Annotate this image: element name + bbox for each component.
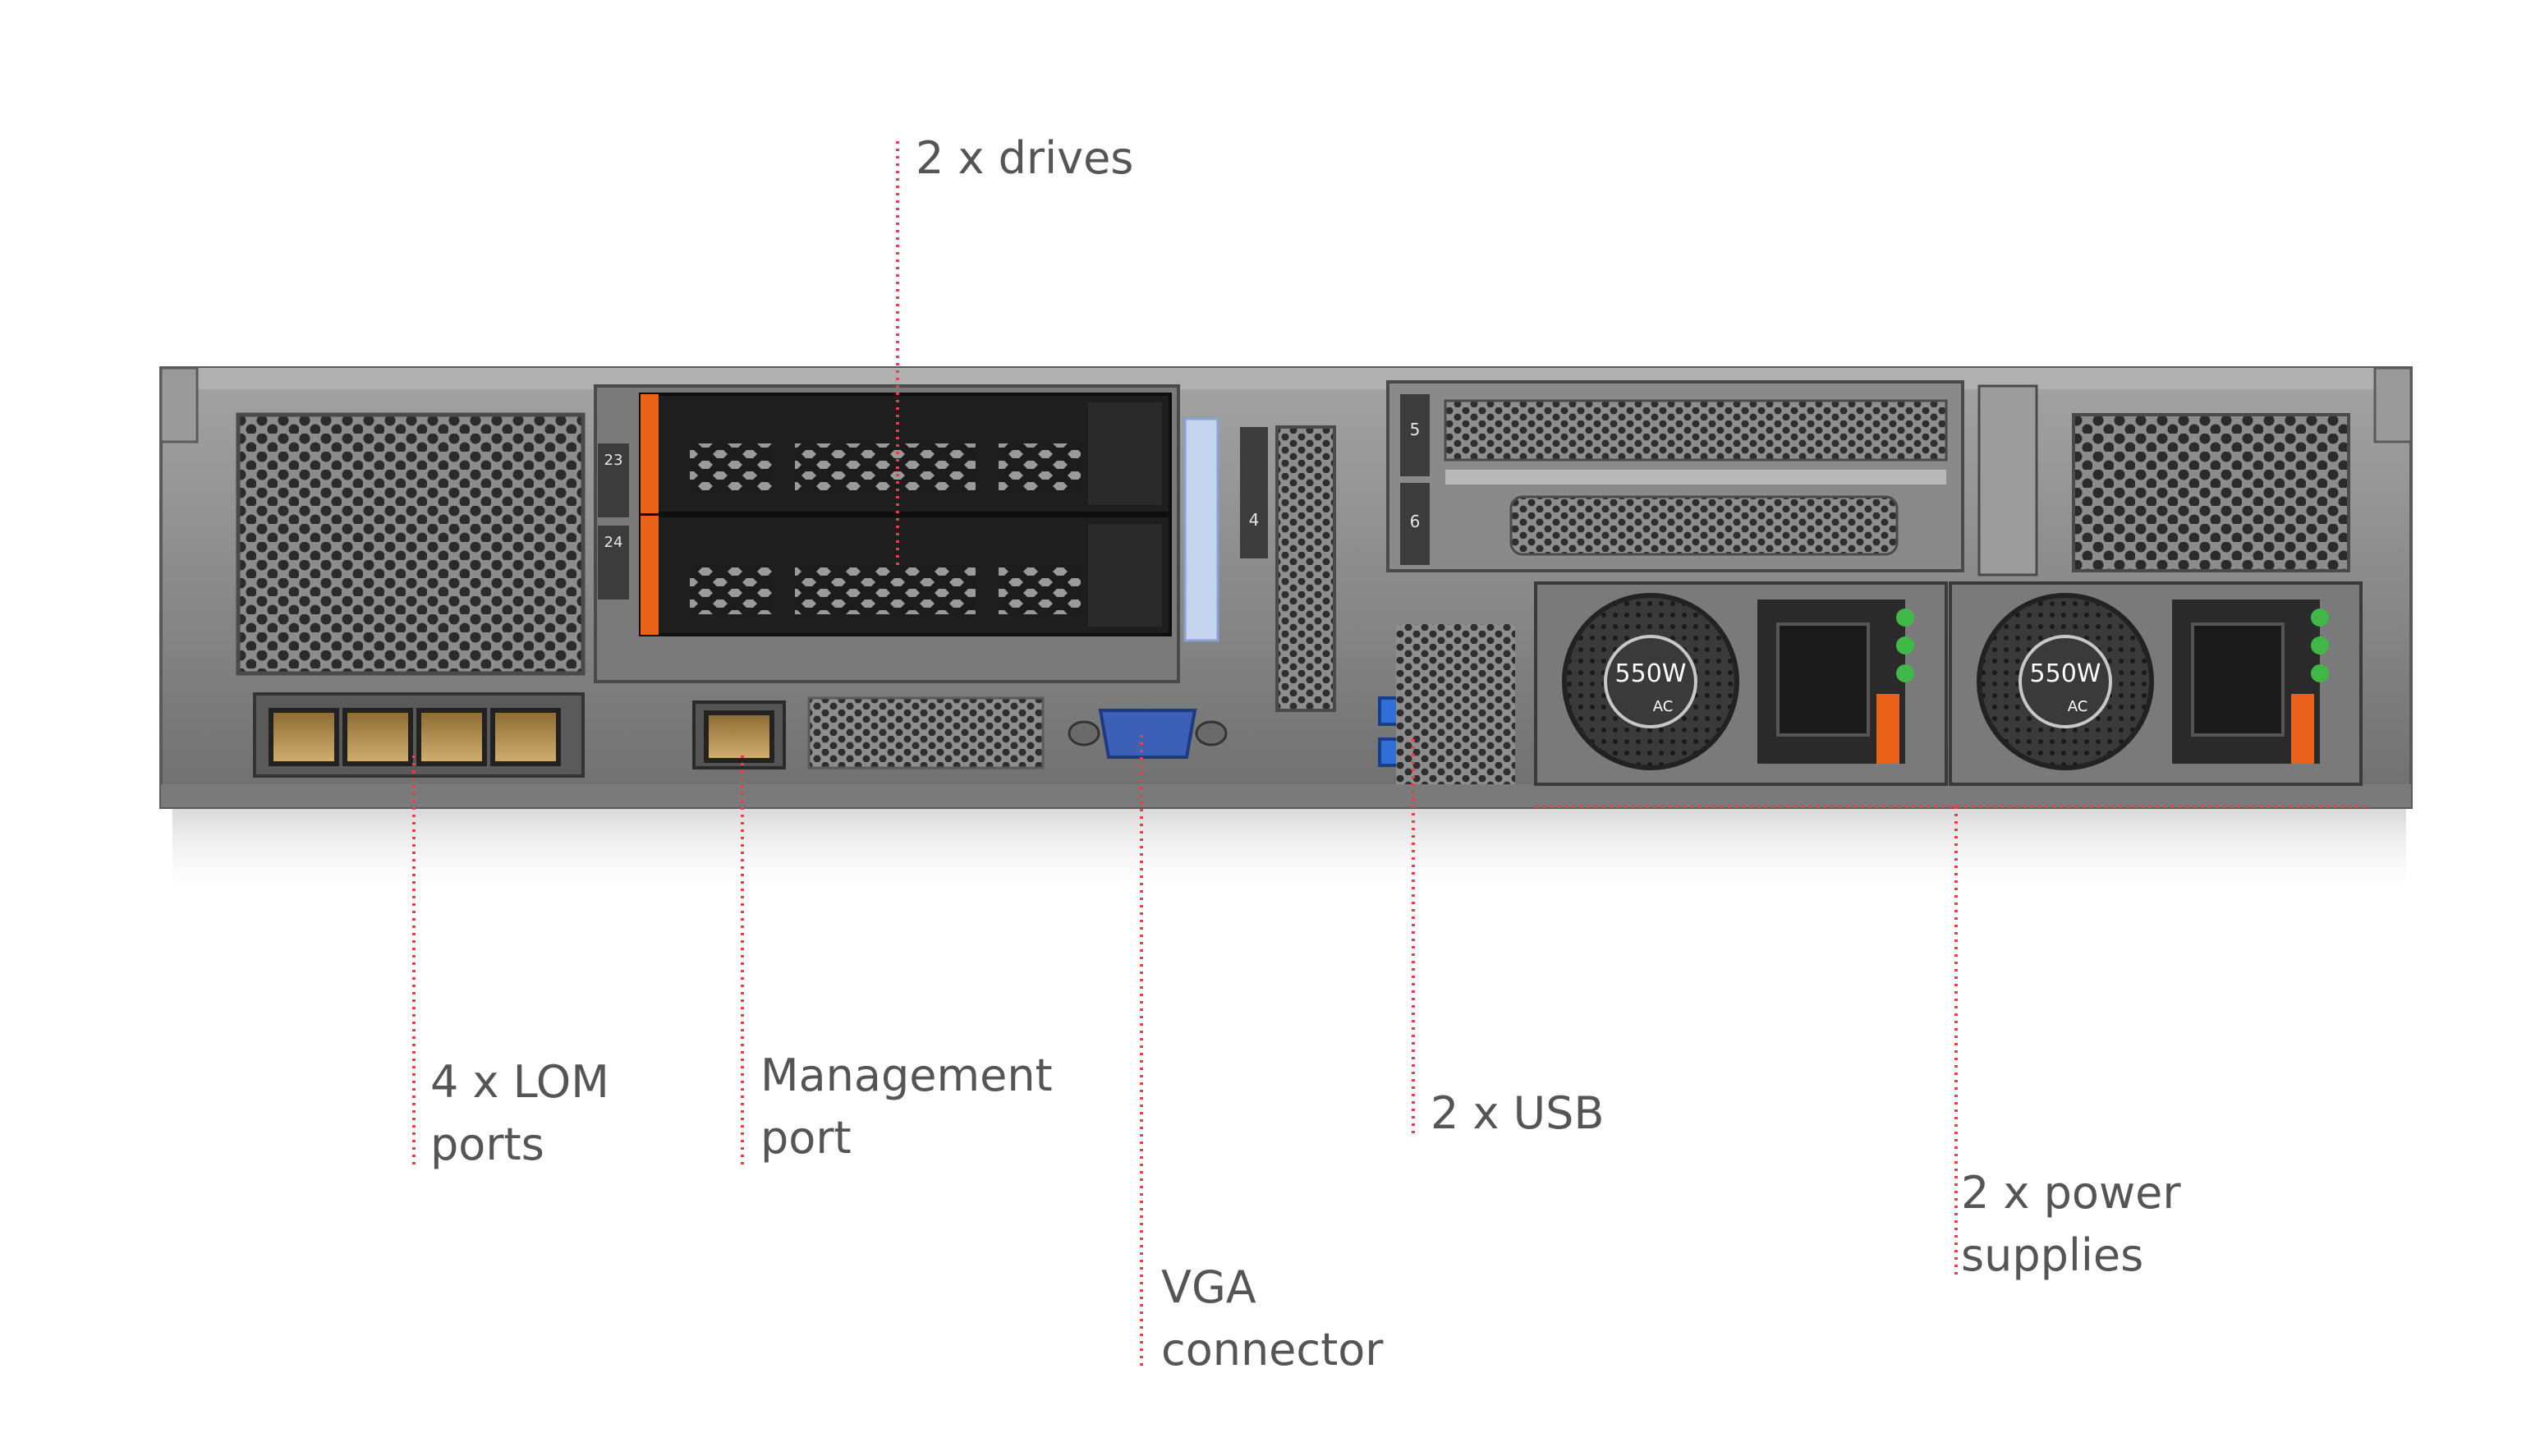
psu-1-led xyxy=(1896,609,1914,627)
lom-port-4[interactable] xyxy=(490,708,561,766)
drive-bay xyxy=(594,384,1219,683)
label-psu-line-1: 2 x power xyxy=(1961,1167,2181,1219)
label-mgmt-line-1: Management xyxy=(760,1050,1053,1101)
lom-port-3[interactable] xyxy=(416,708,487,766)
left-vent-grille xyxy=(236,412,586,676)
pcie-riser-latch[interactable] xyxy=(1977,384,2038,576)
psu-2-input-type: AC xyxy=(2068,698,2088,715)
psu-1-input-type: AC xyxy=(1653,698,1674,715)
label-usb-line-1: 2 x USB xyxy=(1431,1087,1605,1139)
middle-vent-grille xyxy=(1275,425,1336,712)
label-vga-connector: VGA connector xyxy=(1161,1256,1384,1381)
label-mgmt-line-2: port xyxy=(760,1112,852,1164)
psu-2-fan: 550W AC xyxy=(1977,593,2154,770)
label-vga-line-1: VGA xyxy=(1161,1261,1256,1313)
slot-number-4: 4 xyxy=(1249,510,1260,530)
vga-connector[interactable] xyxy=(1068,709,1228,759)
label-vga-line-2: connector xyxy=(1161,1324,1384,1376)
psu-2-led xyxy=(2311,609,2329,627)
label-management-port: Management port xyxy=(760,1045,1053,1169)
label-usb: 2 x USB xyxy=(1431,1082,1605,1145)
label-lom-line-2: ports xyxy=(430,1118,544,1170)
slot-label-drive-24: 24 xyxy=(604,534,623,551)
slot-number-5: 5 xyxy=(1410,420,1421,439)
label-psu-line-2: supplies xyxy=(1961,1229,2144,1281)
drive-1[interactable] xyxy=(639,393,1172,515)
psu-2-power-inlet[interactable] xyxy=(2191,622,2285,737)
label-power-supplies: 2 x power supplies xyxy=(1961,1162,2181,1287)
power-supply-2: 550W AC xyxy=(1949,581,2363,786)
drive-2[interactable] xyxy=(639,514,1172,636)
psu-1-rating: 550W xyxy=(1615,659,1687,688)
label-lom-line-1: 4 x LOM xyxy=(430,1056,609,1108)
lom-ports xyxy=(253,692,585,778)
pcie-slots: 5 6 xyxy=(1386,380,1964,572)
psu-2-release-tab[interactable] xyxy=(2291,694,2314,764)
right-vent-grille xyxy=(2072,413,2350,572)
label-lom-ports: 4 x LOM ports xyxy=(430,1051,609,1176)
label-drives: 2 x drives xyxy=(916,127,1133,190)
slot-label-drive-23: 23 xyxy=(604,452,623,469)
label-drives-line-1: 2 x drives xyxy=(916,132,1134,184)
slot-number-23: 23 xyxy=(604,452,623,469)
slot-label-pcie-4: 4 xyxy=(1240,427,1268,558)
slot-number-24: 24 xyxy=(604,534,623,551)
psu-1-release-tab[interactable] xyxy=(1876,694,1899,764)
psu-1-fan: 550W AC xyxy=(1562,593,1739,770)
slot-number-6: 6 xyxy=(1410,512,1421,531)
callout-lines xyxy=(412,141,2369,1367)
chassis-reflection xyxy=(172,809,2406,899)
lom-port-1[interactable] xyxy=(269,708,339,766)
management-port[interactable] xyxy=(692,700,786,769)
psu-2-rating: 550W xyxy=(2030,659,2101,688)
io-vent-grille xyxy=(807,696,1045,769)
psu-1-power-inlet[interactable] xyxy=(1776,622,1870,737)
lom-port-2[interactable] xyxy=(342,708,413,766)
power-supply-1: 550W AC xyxy=(1534,581,1948,786)
psu-area-vent xyxy=(1396,624,1515,784)
